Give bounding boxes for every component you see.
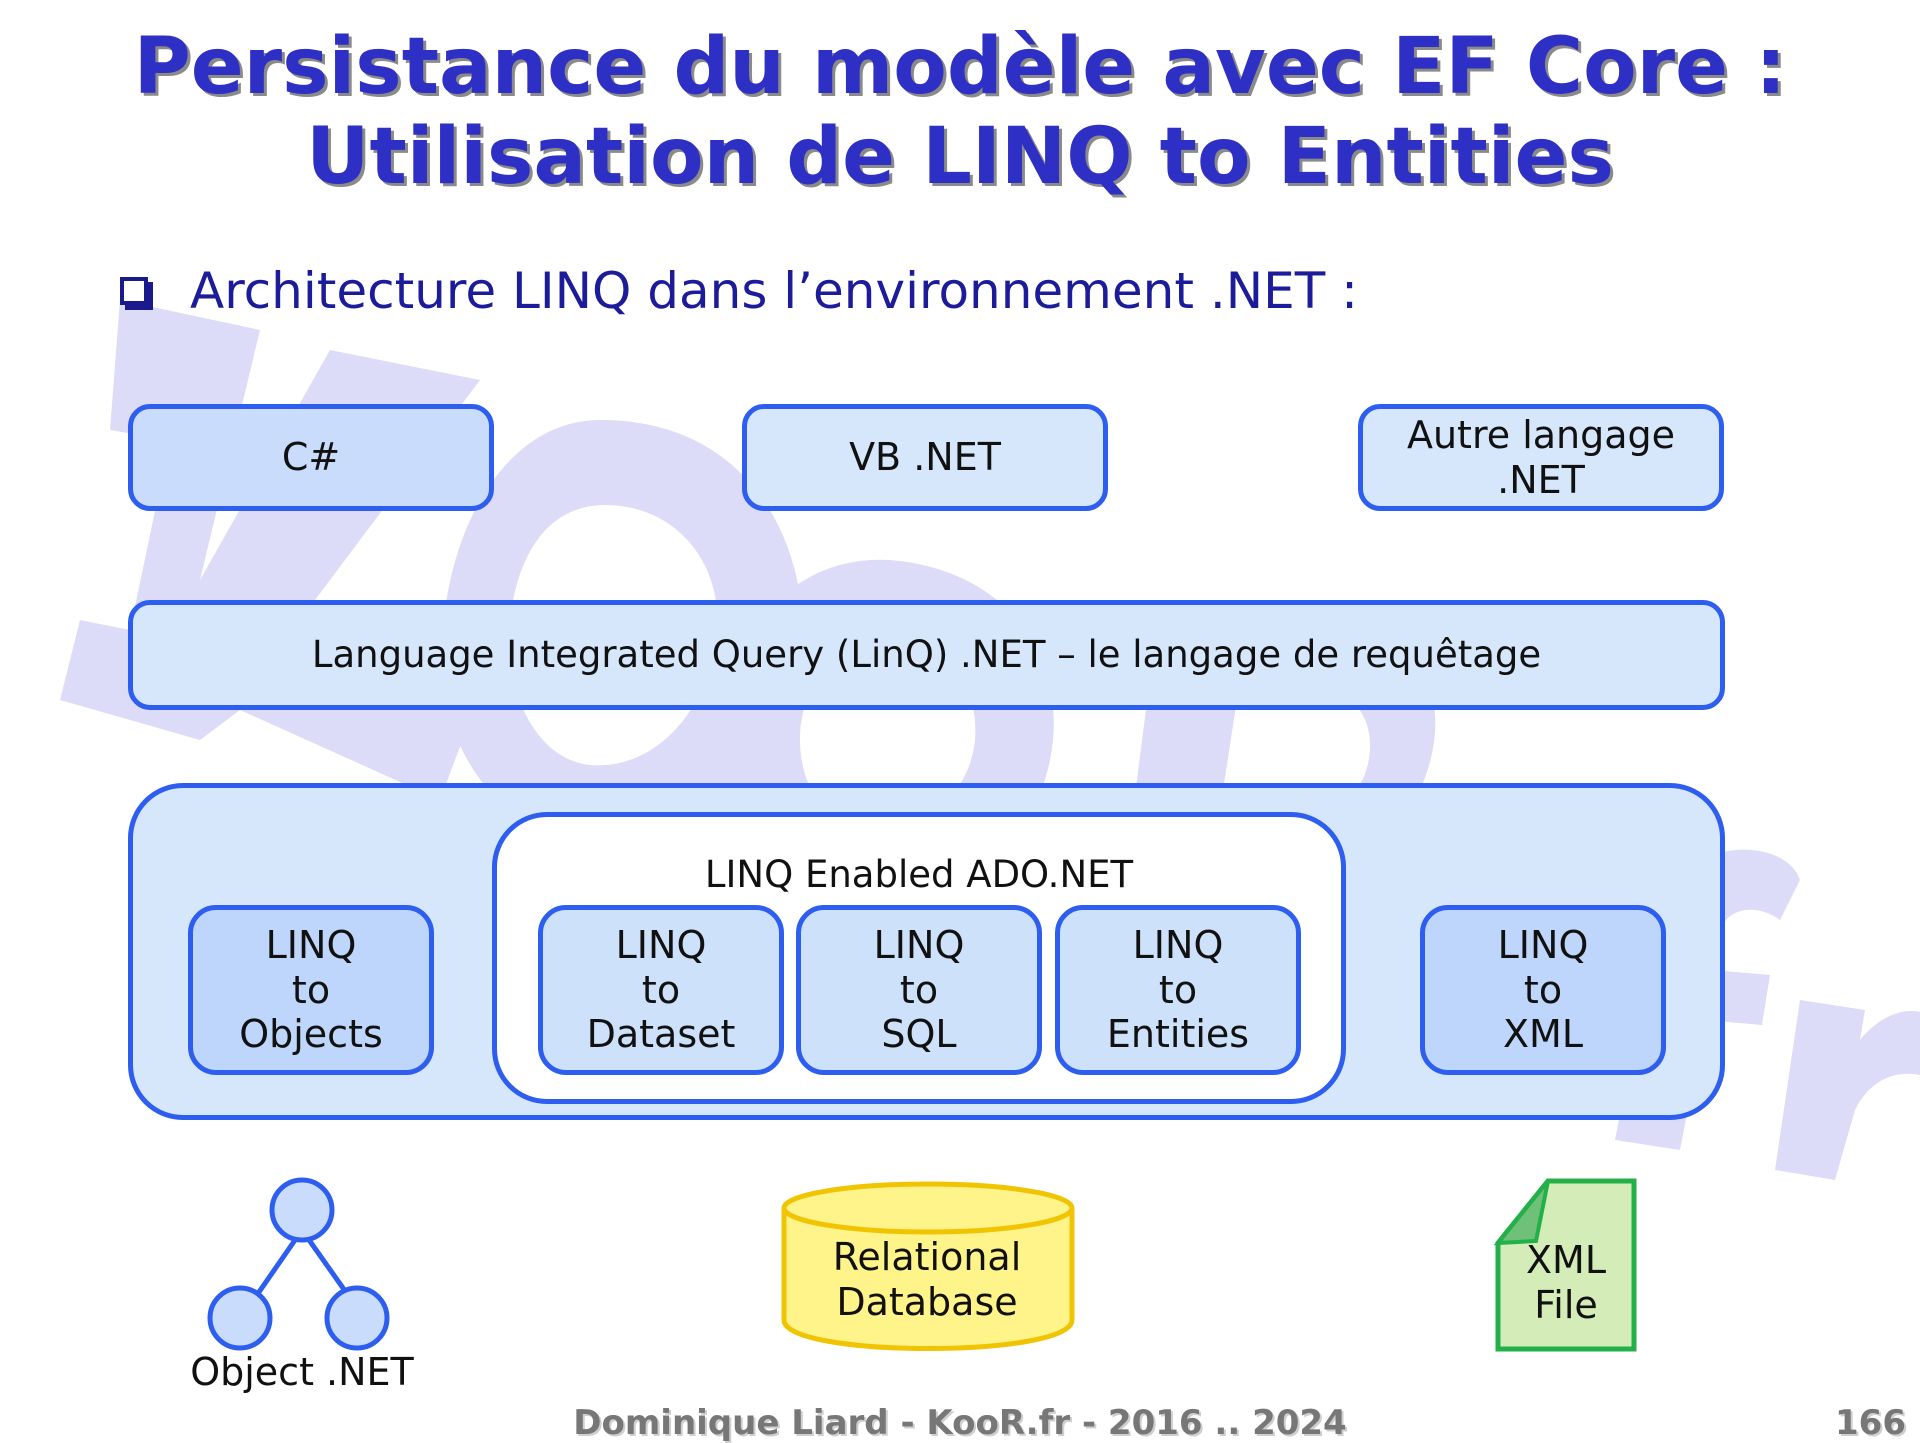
provider-line: XML — [1503, 1012, 1583, 1057]
provider-line: Entities — [1106, 1012, 1250, 1057]
bullet-point: Architecture LINQ dans l’environnement .… — [120, 262, 1358, 320]
object-net-label: Object .NET — [190, 1350, 414, 1394]
provider-line: LINQ — [1132, 922, 1224, 967]
provider-line: to — [899, 967, 939, 1012]
ado-net-title: LINQ Enabled ADO.NET — [704, 853, 1134, 896]
linq-layer-box: Language Integrated Query (LinQ) .NET – … — [128, 600, 1725, 710]
provider-line: SQL — [881, 1012, 957, 1057]
relational-database-label: Relational Database — [832, 1235, 1022, 1324]
bullet-text: Architecture LINQ dans l’environnement .… — [190, 262, 1358, 320]
linq-layer-label: Language Integrated Query (LinQ) .NET – … — [311, 633, 1542, 677]
xml-file-icon — [1493, 1178, 1637, 1352]
language-box-csharp: C# — [128, 404, 494, 511]
footer-author: Dominique Liard - KooR.fr - 2016 .. 2024 — [573, 1403, 1347, 1443]
provider-line: LINQ — [615, 922, 707, 967]
language-label: C# — [281, 435, 341, 480]
provider-line: to — [641, 967, 681, 1012]
slide-title-line-2: Utilisation de LINQ to Entities — [306, 112, 1614, 202]
provider-line: to — [1523, 967, 1563, 1012]
provider-line: Objects — [239, 1012, 383, 1057]
provider-line: LINQ — [1497, 922, 1589, 967]
object-tree-icon — [207, 1177, 390, 1351]
language-label: Autre langage .NET — [1406, 412, 1676, 502]
language-box-vbnet: VB .NET — [742, 404, 1108, 511]
xml-file-label: XML File — [1526, 1238, 1606, 1327]
database-cylinder-icon — [781, 1181, 1075, 1351]
provider-line: to — [291, 967, 331, 1012]
provider-line: to — [1158, 967, 1198, 1012]
checkbox-bullet-icon — [120, 277, 148, 305]
language-box-other: Autre langage .NET — [1358, 404, 1724, 511]
provider-line: LINQ — [265, 922, 357, 967]
provider-line: LINQ — [873, 922, 965, 967]
page-number: 166 — [1835, 1403, 1906, 1443]
provider-line: Dataset — [586, 1012, 736, 1057]
language-label: VB .NET — [849, 435, 1001, 480]
slide-title-line-1: Persistance du modèle avec EF Core : — [133, 22, 1787, 112]
